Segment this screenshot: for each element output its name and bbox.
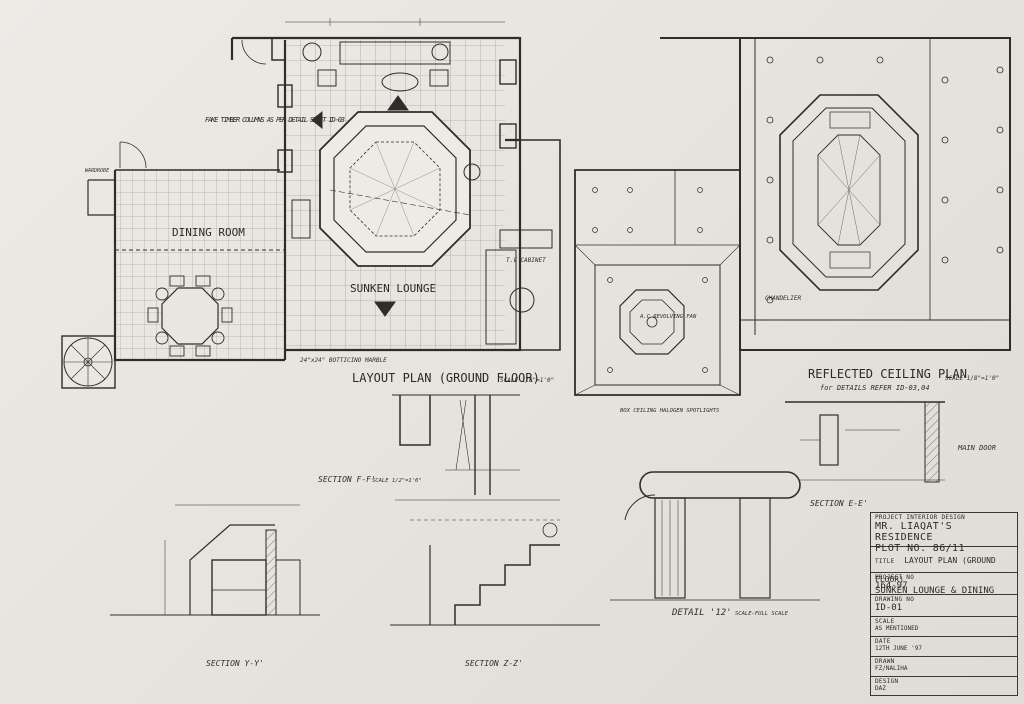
section-zz: [390, 499, 600, 626]
section-ee-label: SECTION E-E': [810, 499, 868, 508]
tb-design-label: DESIGN: [875, 678, 899, 685]
section-yy-label: SECTION Y-Y': [206, 659, 264, 668]
tb-drawn-cell: DRAWN FZ/NALIHA: [871, 657, 1017, 677]
layout-plan-title: LAYOUT PLAN (GROUND FLOOR): [352, 371, 540, 385]
tb-design: DAZ: [875, 685, 886, 692]
section-ff: [392, 394, 520, 495]
ceiling-plan-scale: SCALE 1/8"=1'0": [945, 375, 999, 382]
ceiling-plan: [574, 37, 1011, 396]
section-ff-label: SECTION F-F': [318, 475, 376, 484]
ceiling-plan-subtitle: for DETAILS REFER ID-03,04: [820, 384, 930, 392]
section-yy: [110, 504, 320, 616]
chandelier-note: CHANDELIER: [765, 295, 802, 302]
tb-date-cell: DATE 12TH JUNE '97: [871, 637, 1017, 657]
tb-drawing-no-label: DRAWING NO: [875, 596, 915, 603]
tb-project-no-cell: PROJECT NO 164-97: [871, 573, 1017, 595]
tb-project-cell: PROJECT INTERIOR DESIGN MR. LIAQAT'S RES…: [871, 513, 1017, 554]
tb-project-no: 164-97: [875, 581, 908, 591]
tb-subtitle: SUNKEN LOUNGE & DINING: [875, 586, 995, 596]
detail-12: [610, 471, 820, 601]
timber-note: FAKE TIMBER COLUMNS AS PER DETAIL SHEET …: [205, 116, 345, 124]
dining-room-label: DINING ROOM: [172, 226, 245, 239]
tb-drawing-no-cell: DRAWING NO ID-01: [871, 595, 1017, 617]
wardrobe-note: WARDROBE: [85, 168, 109, 174]
ceiling-plan-title: REFLECTED CEILING PLAN: [808, 367, 967, 381]
tb-design-cell: DESIGN DAZ: [871, 677, 1017, 694]
tb-title-cell: TITLE LAYOUT PLAN (GROUND FLOOR) SUNKEN …: [871, 547, 1017, 596]
tb-project-label: PROJECT INTERIOR DESIGN: [875, 514, 965, 521]
layout-plan: [61, 18, 561, 389]
detail-12-label: DETAIL '12': [671, 608, 732, 618]
tb-scale-label: SCALE: [875, 618, 895, 625]
revolving-fan-note: A.C REVOLVING FAN: [639, 314, 697, 320]
section-ff-scale: SCALE 1/2"=1'0": [372, 478, 422, 484]
detail-12-scale: SCALE-FULL SCALE: [735, 611, 789, 617]
sunken-lounge-label: SUNKEN LOUNGE: [350, 282, 436, 295]
tb-date-label: DATE: [875, 638, 891, 645]
main-door-label: MAIN DOOR: [957, 444, 996, 452]
box-ceiling-note: BOX CEILING HALOGEN SPOTLIGHTS: [620, 408, 720, 414]
layout-plan-scale: SCALE 1/8"=1'0": [500, 377, 554, 384]
section-ee: [785, 401, 945, 483]
tb-scale-cell: SCALE AS MENTIONED: [871, 617, 1017, 637]
tb-plot: PLOT NO. 86/11: [875, 543, 965, 554]
tb-scale: AS MENTIONED: [875, 625, 919, 632]
tb-drawn: FZ/NALIHA: [875, 665, 908, 672]
title-block: PROJECT INTERIOR DESIGN MR. LIAQAT'S RES…: [870, 512, 1018, 696]
marble-note: 24"x24" BOTTICINO MARBLE: [300, 357, 387, 364]
section-zz-label: SECTION Z-Z': [465, 659, 523, 668]
tb-drawn-label: DRAWN: [875, 658, 895, 665]
tv-cabinet-note: T.V CABINET: [506, 257, 546, 264]
tb-drawing-no: ID-01: [875, 603, 903, 613]
tb-project-no-label: PROJECT NO: [875, 574, 915, 581]
tb-date: 12TH JUNE '97: [875, 645, 922, 652]
tb-client: MR. LIAQAT'S RESIDENCE: [875, 521, 953, 543]
tb-title: LAYOUT PLAN (GROUND FLOOR): [875, 556, 996, 584]
tb-title-label: TITLE: [875, 558, 895, 565]
